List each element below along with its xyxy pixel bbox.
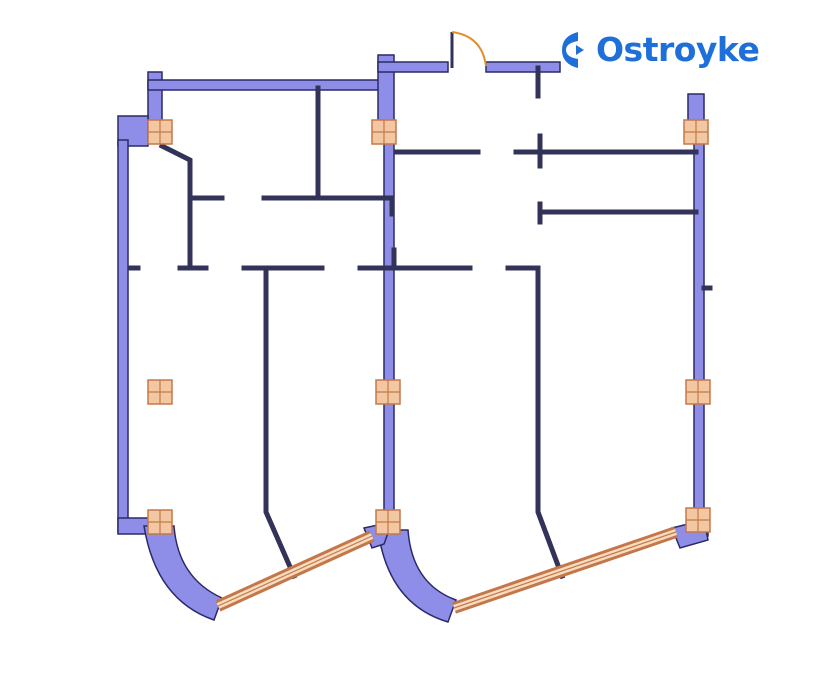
ostroyke-logo-icon bbox=[562, 31, 584, 68]
column-1-cross bbox=[148, 120, 172, 144]
interior-partitions bbox=[127, 65, 713, 580]
column-4-cross bbox=[148, 380, 172, 404]
column-5-cross bbox=[376, 380, 400, 404]
brand-name: Ostroyke bbox=[596, 30, 760, 69]
window-group bbox=[215, 526, 678, 614]
brand-logo: Ostroyke bbox=[562, 30, 760, 69]
column-9-cross bbox=[686, 508, 710, 532]
top-wall-left bbox=[147, 79, 394, 91]
left-bay-wall bbox=[143, 525, 223, 621]
outer-walls bbox=[117, 54, 709, 623]
column-2-cross bbox=[372, 120, 396, 144]
column-3-cross bbox=[684, 120, 708, 144]
entrance-door-swing bbox=[451, 31, 487, 67]
column-6-cross bbox=[686, 380, 710, 404]
left-wall bbox=[117, 139, 129, 533]
window-1-mullion bbox=[217, 535, 373, 607]
partition-13 bbox=[263, 267, 298, 580]
top-wall-segment-b bbox=[485, 61, 561, 73]
column-7-cross bbox=[148, 510, 172, 534]
column-8-cross bbox=[376, 510, 400, 534]
partition-14 bbox=[535, 265, 566, 580]
window-2-mullion bbox=[453, 531, 677, 609]
middle-wall bbox=[383, 134, 395, 526]
column-group bbox=[147, 119, 711, 535]
partition-6 bbox=[158, 142, 193, 199]
middle-bay-wall bbox=[377, 529, 457, 623]
right-wall bbox=[693, 129, 705, 526]
top-wall-segment-a bbox=[377, 61, 449, 73]
entrance-door-group bbox=[450, 31, 487, 68]
